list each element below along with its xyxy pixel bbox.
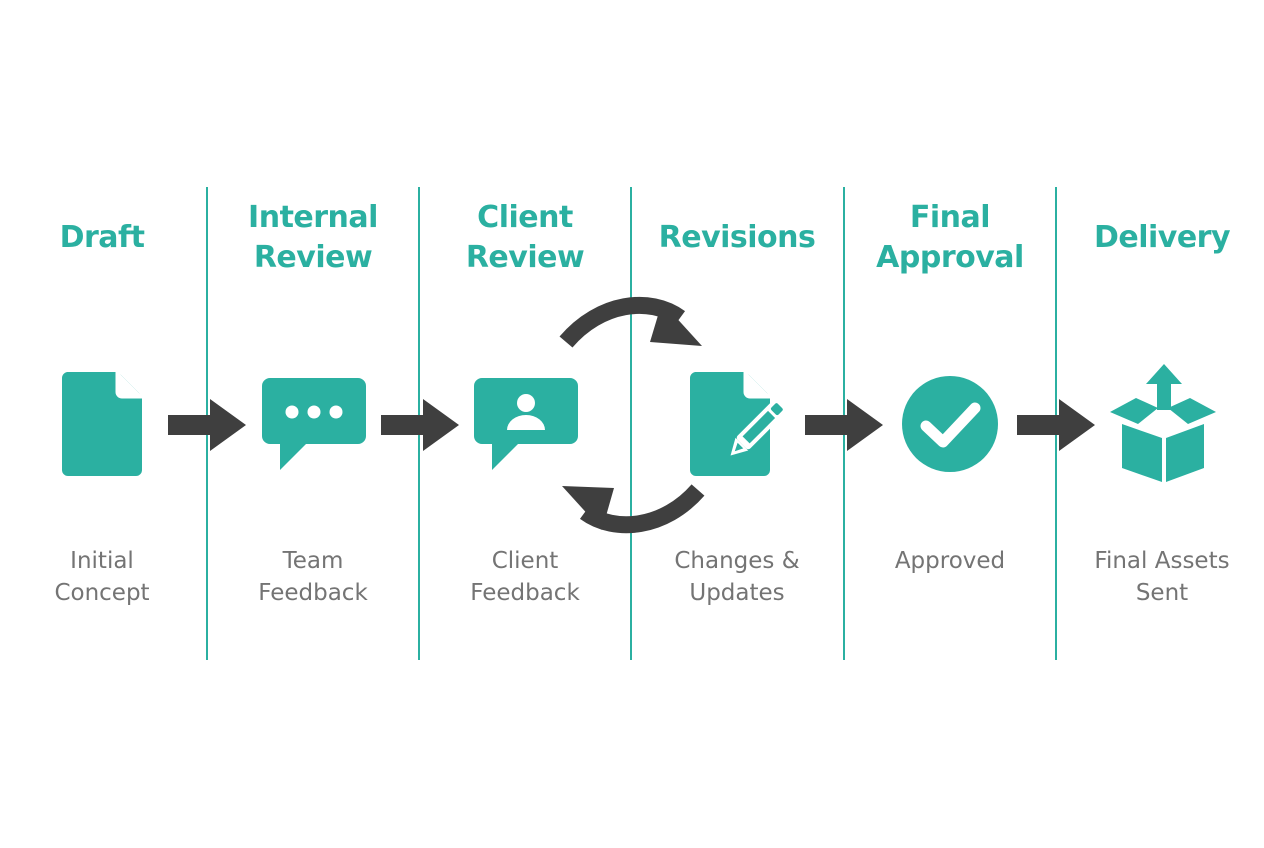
stage-title-internal-review: Internal Review bbox=[248, 200, 378, 275]
stage-title-delivery: Delivery bbox=[1093, 220, 1231, 255]
chat-bubble-user-icon bbox=[474, 378, 578, 470]
stage-title-draft: Draft bbox=[59, 220, 145, 255]
stage-title-client-review: Client Review bbox=[465, 200, 585, 275]
arrow-right-icon bbox=[805, 399, 883, 451]
stage-description-delivery: Final Assets Sent bbox=[1094, 548, 1230, 606]
stage-title-revisions: Revisions bbox=[658, 220, 816, 255]
chat-bubble-dots-icon bbox=[262, 378, 366, 470]
stage-title-final-approval: Final Approval bbox=[876, 200, 1024, 275]
stage-divider bbox=[630, 187, 632, 660]
stage-description-revisions: Changes & Updates bbox=[674, 548, 800, 606]
check-circle-icon bbox=[902, 376, 998, 472]
arrow-right-icon bbox=[381, 399, 459, 451]
stage-description-draft: Initial Concept bbox=[54, 548, 150, 606]
stage-description-internal-review: Team Feedback bbox=[258, 548, 368, 606]
stage-description-client-review: Client Feedback bbox=[470, 548, 580, 606]
stage-description-final-approval: Approved bbox=[894, 548, 1006, 574]
arrow-right-icon bbox=[1017, 399, 1095, 451]
document-edit-icon bbox=[690, 372, 788, 476]
box-upload-icon bbox=[1110, 364, 1216, 482]
arrow-right-icon bbox=[168, 399, 246, 451]
loop-arrows-icon bbox=[559, 297, 705, 534]
document-icon bbox=[62, 372, 142, 476]
